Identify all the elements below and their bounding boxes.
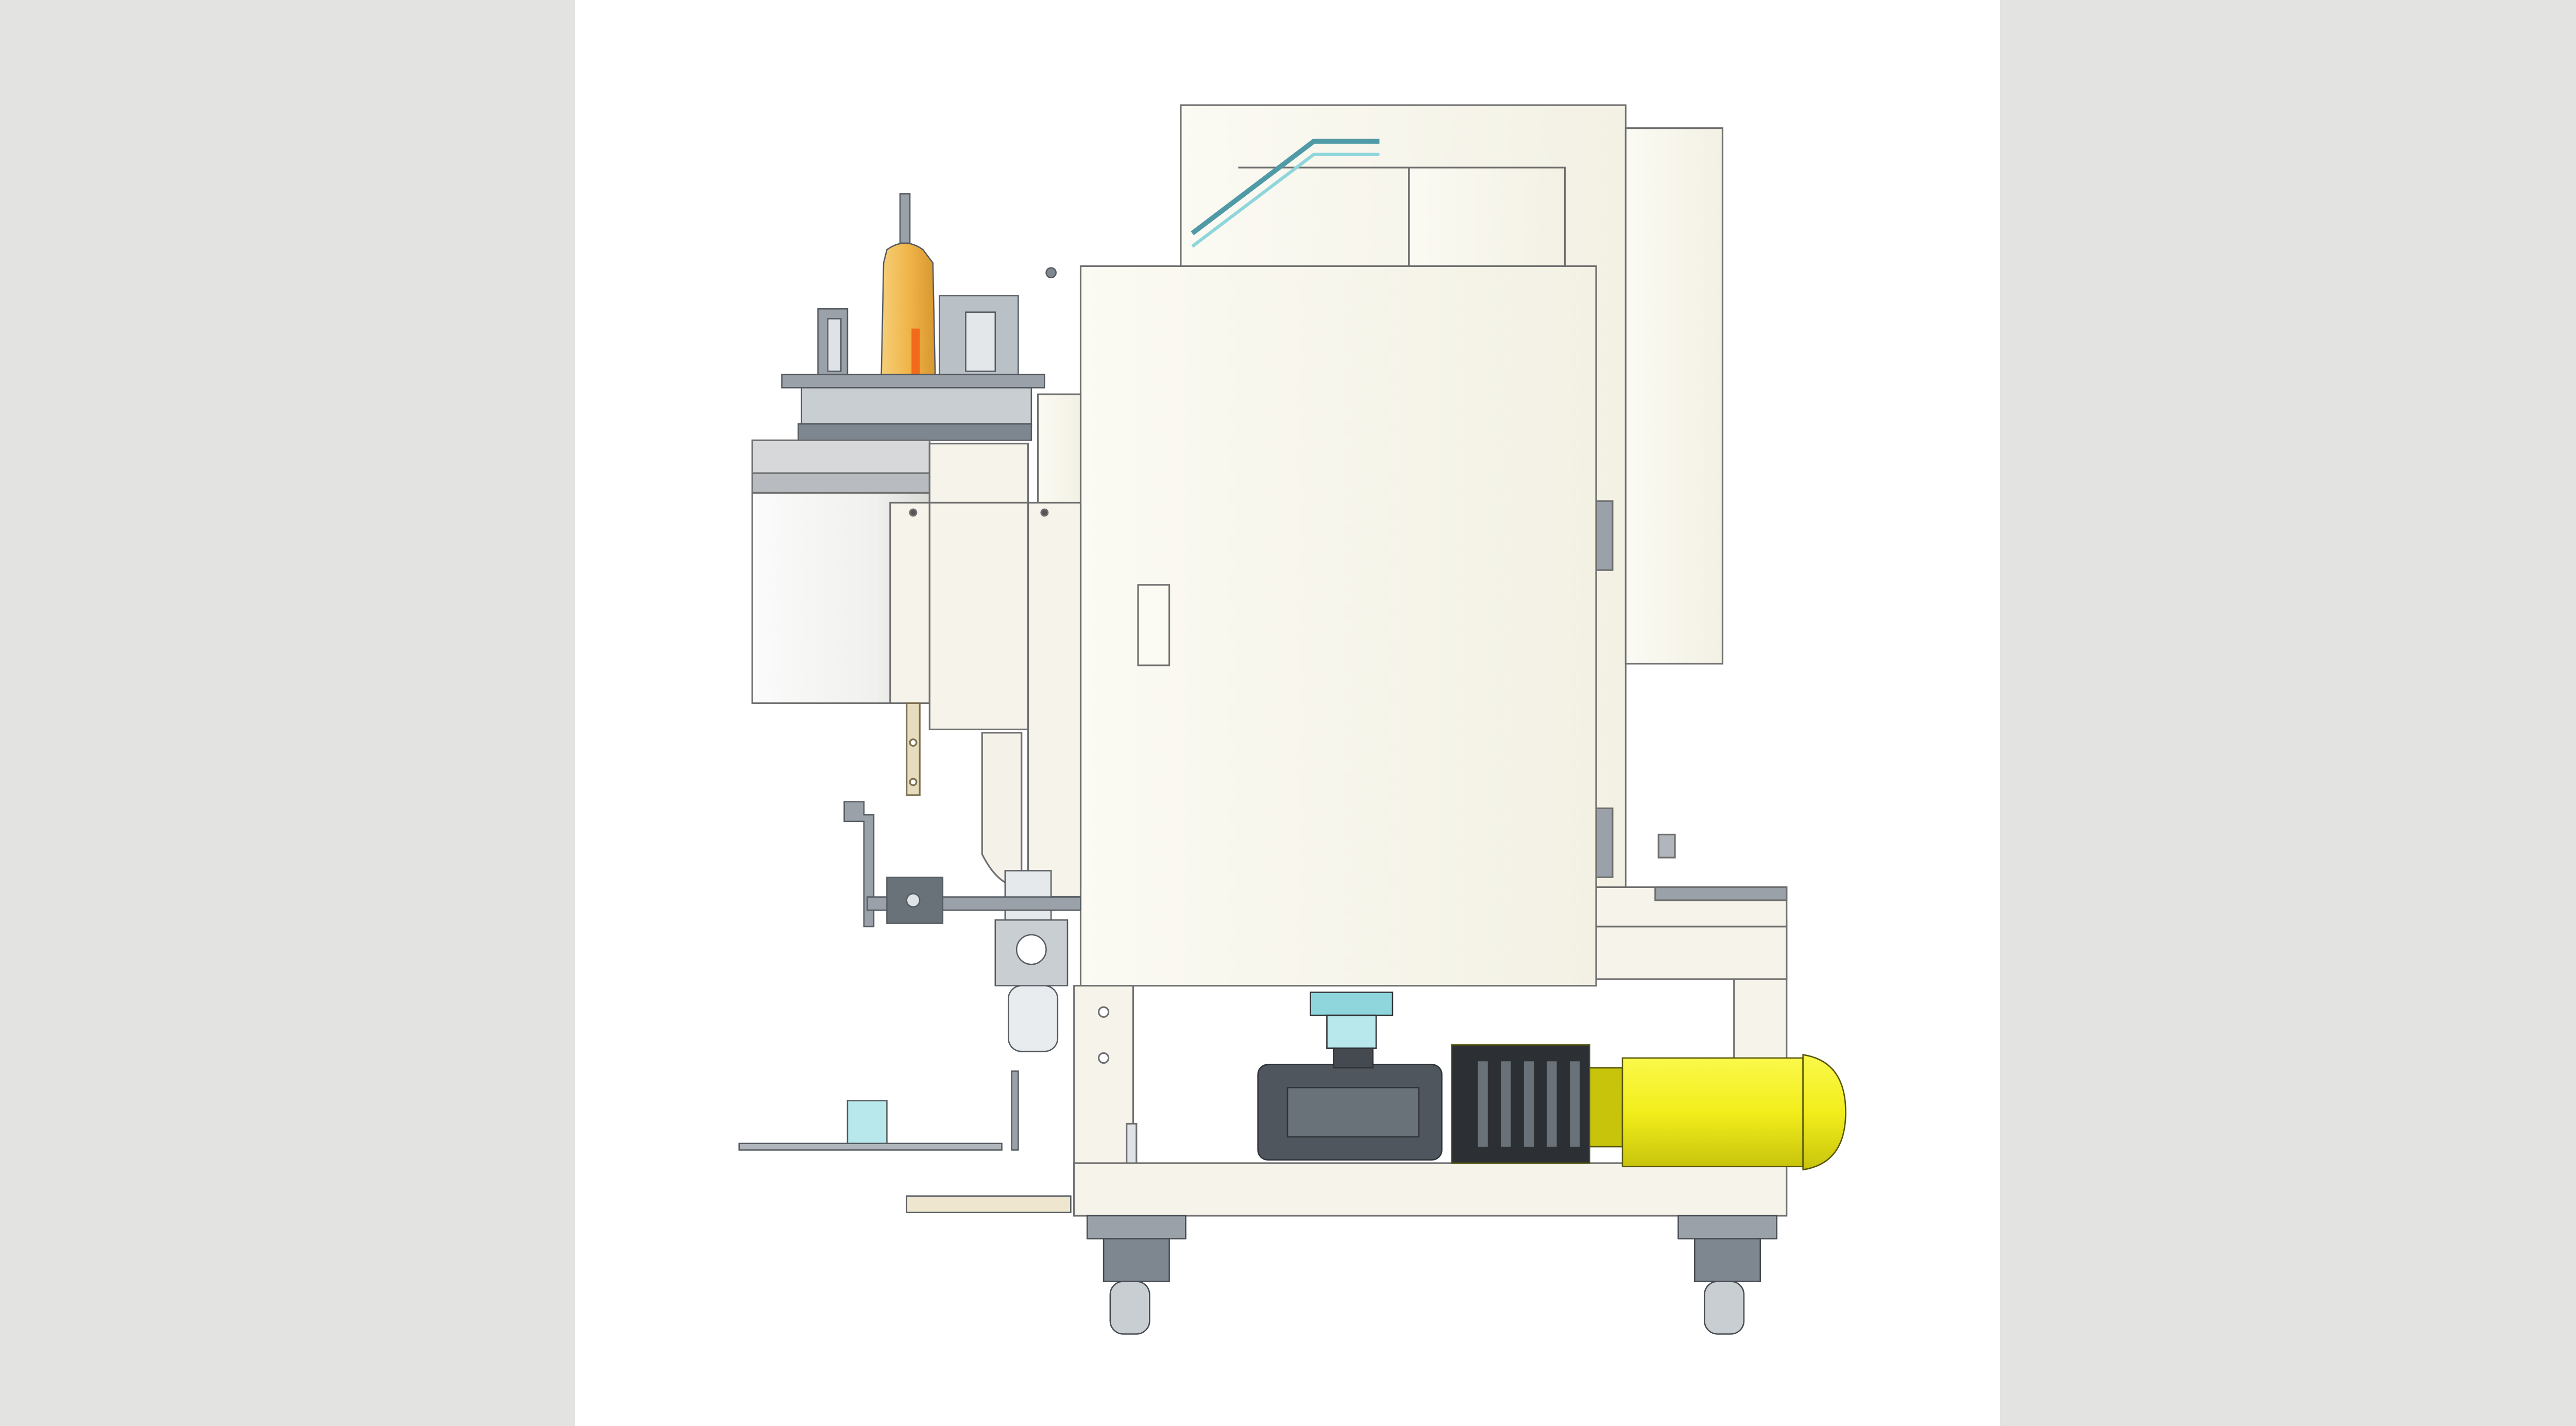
machine-side-view-drawing	[738, 104, 1846, 1335]
gear-reducer-icon	[1257, 992, 1443, 1161]
bracket-arms-icon	[738, 801, 1081, 1213]
base-frame-icon	[1073, 833, 1788, 1217]
yellow-motor-icon	[1451, 1044, 1846, 1171]
hanging-strap-icon	[906, 702, 921, 796]
main-cabinet-icon	[1037, 265, 1597, 987]
caster-wheel-icon	[1086, 1215, 1777, 1335]
side-panel-icon	[1595, 127, 1724, 878]
round-hopper-icon	[751, 439, 1082, 898]
drawing-canvas	[575, 0, 2000, 1426]
air-filter-regulator-icon	[994, 870, 1069, 1052]
bottle-holder-fixture-icon	[781, 193, 1057, 441]
